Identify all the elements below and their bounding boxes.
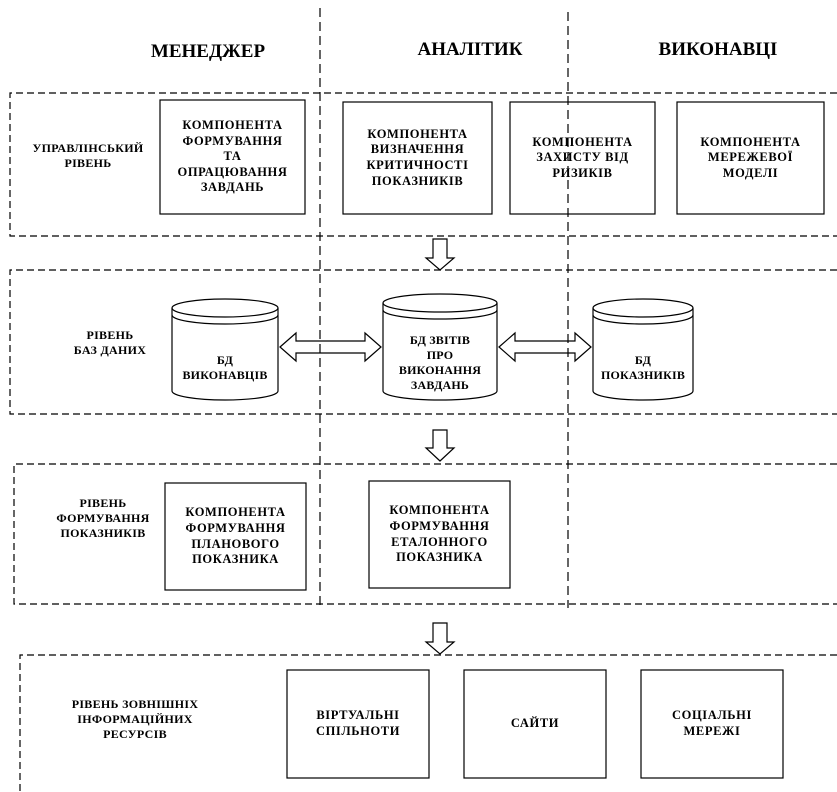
down-arrow-2: [424, 429, 456, 462]
resource-box-2: [463, 669, 607, 779]
database-cylinder-3-ring: [592, 314, 694, 325]
column-header-executors: ВИКОНАВЦІ: [658, 39, 778, 60]
down-arrow-1: [424, 238, 456, 271]
component-box-4: [676, 101, 825, 215]
database-cylinder-1-ring: [171, 314, 279, 325]
database-cylinder-1: [171, 308, 279, 401]
column-header-analyst: АНАЛІТИК: [417, 39, 523, 60]
management-level-frame: [9, 92, 837, 237]
database-cylinder-2: [382, 303, 498, 401]
component-box-3: [509, 101, 656, 215]
resource-box-3: [640, 669, 784, 779]
indicators-level-frame: [13, 463, 837, 605]
indicator-box-1: [164, 482, 307, 591]
database-level-frame: [9, 269, 837, 415]
column-header-manager: МЕНЕДЖЕР: [150, 41, 266, 62]
down-arrow-3: [424, 622, 456, 655]
resource-label-sites: САЙТИ: [510, 716, 560, 731]
database-cylinder-3-top: [592, 298, 694, 318]
component-box-2: [342, 101, 493, 215]
database-cylinder-2-top: [382, 293, 498, 313]
database-cylinder-1-top: [171, 298, 279, 318]
indicator-box-2: [368, 480, 511, 589]
database-cylinder-3: [592, 308, 694, 401]
bidirectional-arrow-1: [279, 331, 382, 363]
external-level-frame: [19, 654, 837, 792]
component-box-1: [159, 99, 306, 215]
resource-box-1: [286, 669, 430, 779]
database-cylinder-2-ring: [382, 309, 498, 320]
bidirectional-arrow-2: [498, 331, 592, 363]
